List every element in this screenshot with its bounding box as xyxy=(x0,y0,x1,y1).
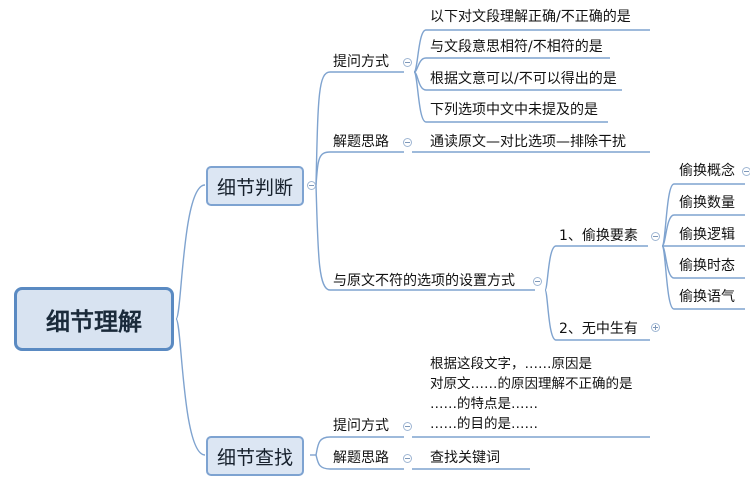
detail-judgment-collapse-icon[interactable] xyxy=(307,181,316,190)
dj-question-item-4[interactable]: 下列选项中文中未提及的是 xyxy=(430,102,598,118)
ds-question-lines[interactable]: 根据这段文字，……原因是 对原文……的原因理解不正确的是 ……的特点是…… ……… xyxy=(430,354,633,434)
swap-item-logic[interactable]: 偷换逻辑 xyxy=(679,227,735,243)
ds-approach-collapse-icon[interactable] xyxy=(403,454,412,463)
dj-approach-collapse-icon[interactable] xyxy=(403,138,412,147)
swap-elements-collapse-icon[interactable] xyxy=(651,232,660,241)
ds-question-style-label[interactable]: 提问方式 xyxy=(333,418,389,434)
swap-elements-label[interactable]: 1、偷换要素 xyxy=(559,228,638,244)
dj-approach-label[interactable]: 解题思路 xyxy=(333,134,389,150)
dj-question-style-label[interactable]: 提问方式 xyxy=(333,54,389,70)
dj-question-item-1[interactable]: 以下对文段理解正确/不正确的是 xyxy=(430,9,631,25)
dj-question-item-2[interactable]: 与文段意思相符/不相符的是 xyxy=(430,39,603,55)
ds-question-line-3: ……的特点是…… xyxy=(430,396,538,412)
root-node[interactable]: 细节理解 xyxy=(14,287,174,351)
dj-question-item-3[interactable]: 根据文意可以/不可以得出的是 xyxy=(430,71,617,87)
mismatch-options-label[interactable]: 与原文不符的选项的设置方式 xyxy=(333,273,515,289)
swap-item-quantity[interactable]: 偷换数量 xyxy=(679,195,735,211)
detail-judgment-node[interactable]: 细节判断 xyxy=(206,166,304,206)
swap-item-concept[interactable]: 偷换概念 xyxy=(679,163,735,179)
swap-item-tense[interactable]: 偷换时态 xyxy=(679,258,735,274)
fabrication-label[interactable]: 2、无中生有 xyxy=(559,321,638,337)
fabrication-expand-icon[interactable] xyxy=(651,323,660,332)
mismatch-options-collapse-icon[interactable] xyxy=(533,277,542,286)
ds-question-line-4: ……的目的是…… xyxy=(430,416,538,432)
swap-item-concept-collapse-icon[interactable] xyxy=(742,167,750,176)
ds-question-line-2: 对原文……的原因理解不正确的是 xyxy=(430,376,633,392)
ds-approach-item[interactable]: 查找关键词 xyxy=(430,450,500,466)
dj-approach-item[interactable]: 通读原文—对比选项—排除干扰 xyxy=(430,134,626,150)
ds-question-line-1: 根据这段文字，……原因是 xyxy=(430,356,592,372)
dj-question-style-collapse-icon[interactable] xyxy=(403,58,412,67)
ds-approach-label[interactable]: 解题思路 xyxy=(333,450,389,466)
ds-question-style-collapse-icon[interactable] xyxy=(403,422,412,431)
detail-search-node[interactable]: 细节查找 xyxy=(206,436,304,476)
swap-item-tone[interactable]: 偷换语气 xyxy=(679,289,735,305)
